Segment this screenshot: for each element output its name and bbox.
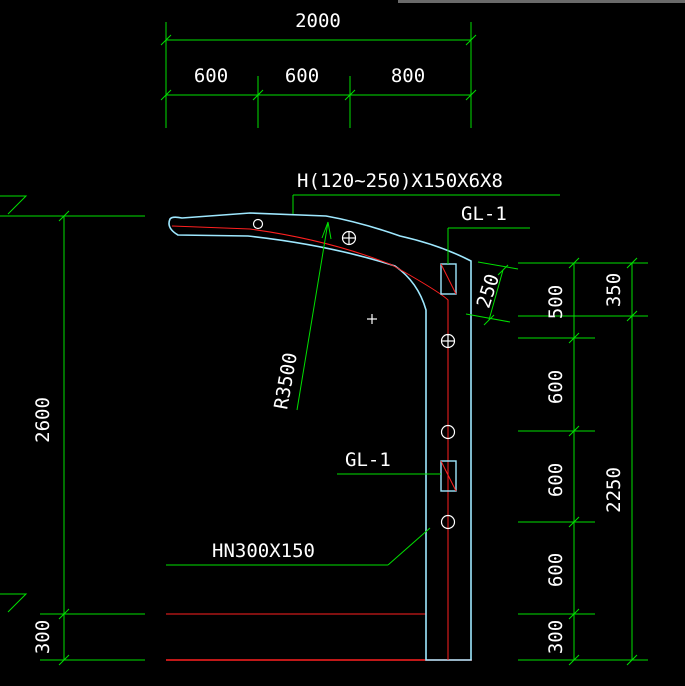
level-marker-top — [0, 195, 28, 215]
dim-right-600-c: 600 — [545, 553, 567, 587]
dim-right-600-a: 600 — [545, 370, 567, 404]
column-section-label: HN300X150 — [212, 540, 315, 562]
dim-right-350: 350 — [603, 273, 625, 307]
dim-depth: 250 — [473, 271, 505, 310]
dim-right-500: 500 — [545, 285, 567, 319]
depth-dimension: 250 — [465, 261, 519, 326]
dim-right-2250: 2250 — [603, 467, 625, 513]
bolt-hole-2 — [341, 230, 357, 246]
centerline — [171, 225, 449, 660]
bolt-hole-5 — [440, 514, 456, 530]
beam-section-label: H(120~250)X150X6X8 — [297, 170, 503, 192]
top-edge-strip — [398, 0, 685, 3]
gl-top-label: GL-1 — [461, 203, 507, 225]
top-dimension-group: 2000 600 600 800 — [160, 10, 477, 128]
dim-top-part-1: 600 — [194, 65, 228, 87]
left-dimension-group: 2600 300 — [0, 195, 145, 666]
radius-leader — [296, 221, 329, 411]
dim-top-total: 2000 — [295, 10, 341, 32]
gl-mid-label: GL-1 — [345, 449, 391, 471]
level-marker-bottom — [0, 593, 28, 613]
arc-center-mark — [367, 314, 377, 324]
dim-right-600-b: 600 — [545, 463, 567, 497]
dim-radius: R3500 — [270, 351, 302, 411]
right-dimension-group: 500 600 600 600 300 350 2250 — [518, 257, 648, 666]
dim-right-300: 300 — [545, 620, 567, 654]
dim-top-part-3: 800 — [391, 65, 425, 87]
dim-left-base: 300 — [32, 620, 54, 654]
bolt-hole-1 — [252, 218, 264, 230]
dim-left-height: 2600 — [32, 397, 54, 443]
frame-outline — [168, 212, 472, 661]
bolt-hole-4 — [440, 424, 456, 440]
dim-top-part-2: 600 — [285, 65, 319, 87]
bolt-hole-3 — [440, 333, 456, 349]
gl-1-plate-mid — [440, 460, 457, 492]
